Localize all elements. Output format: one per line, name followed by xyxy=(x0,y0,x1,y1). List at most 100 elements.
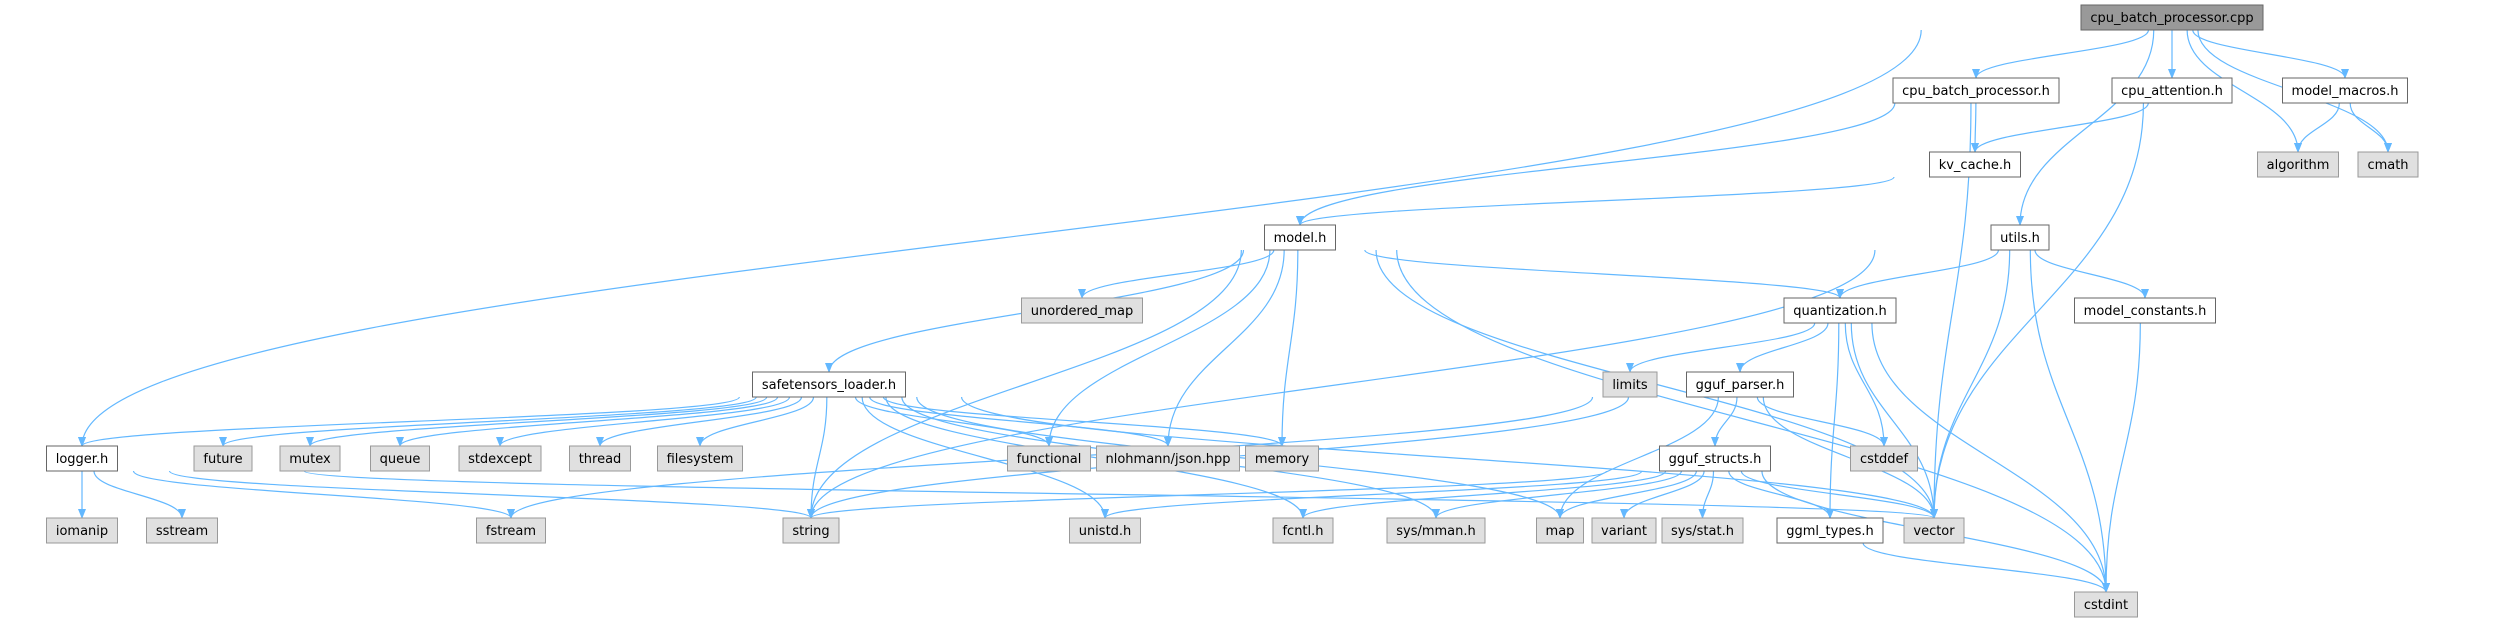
edge-model_h-to-cstdint xyxy=(1396,249,2110,593)
node-label: cstddef xyxy=(1860,452,1909,467)
edge-ggml_types_h-to-cstdint xyxy=(1862,542,2110,593)
node-label: algorithm xyxy=(2267,158,2330,173)
node-ggml-types-h[interactable]: ggml_types.h xyxy=(1776,517,1884,544)
edge-model_constants_h-to-cstdint xyxy=(2102,322,2141,593)
edge-safetensors_loader_h-to-string xyxy=(807,396,828,519)
edge-utils_h-to-model_constants_h xyxy=(2034,249,2149,299)
node-sys-mman-h: sys/mman.h xyxy=(1386,517,1486,544)
node-box xyxy=(657,445,743,472)
edge-gguf_parser_h-to-vector xyxy=(1762,396,1938,519)
node-memory: memory xyxy=(1245,445,1319,472)
edge-model_h-to-memory xyxy=(1278,249,1299,447)
node-model-constants-h[interactable]: model_constants.h xyxy=(2074,297,2216,324)
node-utils-h[interactable]: utils.h xyxy=(1990,224,2050,251)
node-box xyxy=(46,445,118,472)
edge-utils_h-to-quantization_h xyxy=(1836,249,1999,299)
edge-model_macros_h-to-algorithm xyxy=(2294,102,2340,153)
node-gguf-parser-h[interactable]: gguf_parser.h xyxy=(1686,371,1794,398)
node-box xyxy=(2080,4,2264,31)
node-label: fstream xyxy=(486,524,536,539)
node-box xyxy=(2257,151,2339,178)
node-label: sys/mman.h xyxy=(1396,524,1476,539)
node-box xyxy=(1686,371,1794,398)
node-safetensors-loader-h[interactable]: safetensors_loader.h xyxy=(752,371,906,398)
node-label: map xyxy=(1546,524,1575,539)
node-label: sstream xyxy=(156,524,208,539)
node-box xyxy=(1659,445,1771,472)
node-label: iomanip xyxy=(56,524,108,539)
edge-quantization_h-to-gguf_parser_h xyxy=(1736,322,1829,373)
edge-gguf_structs_h-to-sys_mman_h xyxy=(1432,470,1683,519)
edge-gguf_parser_h-to-map xyxy=(1556,396,1719,519)
node-nlohmann-json: nlohmann/json.hpp xyxy=(1096,445,1240,472)
node-label: queue xyxy=(380,452,421,467)
node-box xyxy=(1990,224,2050,251)
node-box xyxy=(1272,517,1334,544)
node-box xyxy=(1591,517,1657,544)
edge-gguf_structs_h-to-fcntl_h xyxy=(1299,470,1667,519)
node-box xyxy=(1892,77,2060,104)
node-box xyxy=(193,445,253,472)
node-label: mutex xyxy=(289,452,331,467)
edge-cpu_attention_h-to-kv_cache_h xyxy=(1971,102,2149,153)
node-label: gguf_parser.h xyxy=(1696,378,1785,393)
edge-safetensors_loader_h-to-vector xyxy=(961,396,1938,519)
node-label: vector xyxy=(1913,524,1955,539)
node-label: stdexcept xyxy=(468,452,532,467)
node-kv-cache-h[interactable]: kv_cache.h xyxy=(1929,151,2021,178)
node-unistd-h: unistd.h xyxy=(1069,517,1141,544)
node-label: unordered_map xyxy=(1031,304,1134,319)
edge-safetensors_loader_h-to-filesystem xyxy=(696,396,815,447)
edge-gguf_parser_h-to-gguf_structs_h xyxy=(1711,396,1738,447)
node-cpu-attention-h[interactable]: cpu_attention.h xyxy=(2111,77,2233,104)
edge-gguf_structs_h-to-map xyxy=(1556,470,1697,519)
node-gguf-structs-h[interactable]: gguf_structs.h xyxy=(1659,445,1771,472)
node-functional: functional xyxy=(1007,445,1091,472)
edge-logger_h-to-string xyxy=(168,470,815,519)
nodes-layer: cpu_batch_processor.cpp cpu_batch_process… xyxy=(46,4,2419,618)
node-box xyxy=(370,445,430,472)
node-logger-h[interactable]: logger.h xyxy=(46,445,118,472)
node-box xyxy=(1007,445,1091,472)
node-limits: limits xyxy=(1602,371,1658,398)
node-box xyxy=(1264,224,1336,251)
node-cpu-batch-processor-cpp[interactable]: cpu_batch_processor.cpp xyxy=(2080,4,2264,31)
edge-safetensors_loader_h-to-nlohmann_json xyxy=(869,396,1172,447)
edge-logger_h-to-sstream xyxy=(93,470,186,519)
node-box xyxy=(46,517,118,544)
edge-kv_cache_h-to-model_h xyxy=(1296,176,1895,226)
node-label: sys/stat.h xyxy=(1671,524,1734,539)
node-box xyxy=(476,517,546,544)
node-future: future xyxy=(193,445,253,472)
edge-quantization_h-to-limits xyxy=(1626,322,1816,373)
edge-model_h-to-unordered_map xyxy=(1078,249,1275,299)
node-cpu-batch-processor-h[interactable]: cpu_batch_processor.h xyxy=(1892,77,2060,104)
node-box xyxy=(1903,517,1965,544)
node-label: safetensors_loader.h xyxy=(762,378,896,393)
node-box xyxy=(1245,445,1319,472)
edge-model_h-to-functional xyxy=(1045,249,1271,447)
edge-quantization_h-to-cstddef xyxy=(1844,322,1888,447)
node-box xyxy=(1096,445,1240,472)
edge-cpu_batch_processor_cpp-to-algorithm xyxy=(2186,29,2302,153)
node-box xyxy=(2074,297,2216,324)
node-label: gguf_structs.h xyxy=(1669,452,1762,467)
node-box xyxy=(1850,445,1918,472)
node-box xyxy=(1021,297,1143,324)
node-box xyxy=(1386,517,1486,544)
edge-cpu_batch_processor_cpp-to-logger_h xyxy=(78,29,1922,447)
node-algorithm: algorithm xyxy=(2257,151,2339,178)
edge-gguf_structs_h-to-ggml_types_h xyxy=(1728,470,1834,519)
edge-safetensors_loader_h-to-stdexcept xyxy=(496,396,791,447)
node-cstdint: cstdint xyxy=(2074,591,2138,618)
edge-cpu_batch_processor_cpp-to-cpu_batch_processor_h xyxy=(1972,29,2150,79)
edge-model_h-to-quantization_h xyxy=(1364,249,1844,299)
node-model-h[interactable]: model.h xyxy=(1264,224,1336,251)
node-quantization-h[interactable]: quantization.h xyxy=(1783,297,1897,324)
node-box xyxy=(2282,77,2408,104)
node-label: logger.h xyxy=(56,452,109,467)
node-label: limits xyxy=(1612,378,1648,393)
edge-utils_h-to-vector xyxy=(1930,249,2011,519)
node-model-macros-h[interactable]: model_macros.h xyxy=(2282,77,2408,104)
node-label: model_macros.h xyxy=(2292,84,2399,99)
